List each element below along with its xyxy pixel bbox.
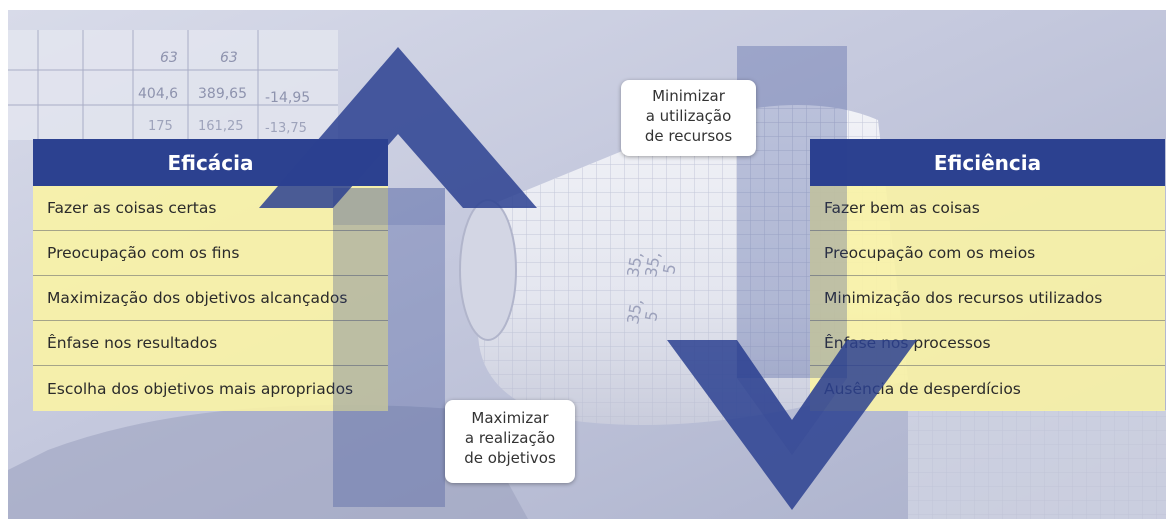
table-number: 161,25: [198, 119, 244, 134]
eficacia-item: Escolha dos objetivos mais apropriados: [33, 366, 388, 411]
maximizar-callout: Maximizar a realização de objetivos: [445, 400, 575, 483]
roll-number: 35,: [641, 250, 664, 278]
roll-number: 5: [659, 262, 679, 275]
table-number: 404,6: [138, 86, 178, 102]
eficiencia-item: Ênfase nos processos: [810, 321, 1165, 366]
eficiencia-item: Fazer bem as coisas: [810, 186, 1165, 231]
callout-line: Minimizar: [652, 87, 725, 105]
callout-line: de objetivos: [464, 449, 556, 467]
eficacia-item: Fazer as coisas certas: [33, 186, 388, 231]
minimizar-callout: Minimizar a utilização de recursos: [621, 80, 756, 156]
callout-line: Maximizar: [471, 409, 549, 427]
table-number: 175: [148, 119, 173, 134]
eficacia-item: Ênfase nos resultados: [33, 321, 388, 366]
eficiencia-item: Preocupação com os meios: [810, 231, 1165, 276]
table-number: -13,75: [265, 121, 307, 136]
table-number: 63: [160, 50, 178, 66]
roll-number: 35,: [623, 297, 646, 325]
eficiencia-panel: Eficiência Fazer bem as coisas Preocupaç…: [810, 139, 1165, 411]
eficiencia-item: Minimização dos recursos utilizados: [810, 276, 1165, 321]
eficiencia-title: Eficiência: [810, 139, 1165, 186]
roll-number: 5: [641, 309, 661, 322]
table-number: 63: [220, 50, 238, 66]
table-number: -14,95: [265, 90, 310, 106]
spreadsheet-illustration: 63 63 404,6 389,65 -14,95 175 161,25 -13…: [8, 30, 338, 140]
roll-number: 35,: [623, 250, 646, 278]
eficacia-title: Eficácia: [33, 139, 388, 186]
eficacia-item: Preocupação com os fins: [33, 231, 388, 276]
callout-line: a realização: [464, 429, 556, 447]
callout-line: a utilização: [645, 107, 732, 125]
eficiencia-item: Ausência de desperdícios: [810, 366, 1165, 411]
eficacia-item: Maximização dos objetivos alcançados: [33, 276, 388, 321]
table-number: 389,65: [198, 86, 247, 102]
calculator-illustration: [8, 405, 528, 519]
eficacia-panel: Eficácia Fazer as coisas certas Preocupa…: [33, 139, 388, 411]
callout-line: de recursos: [644, 127, 733, 145]
